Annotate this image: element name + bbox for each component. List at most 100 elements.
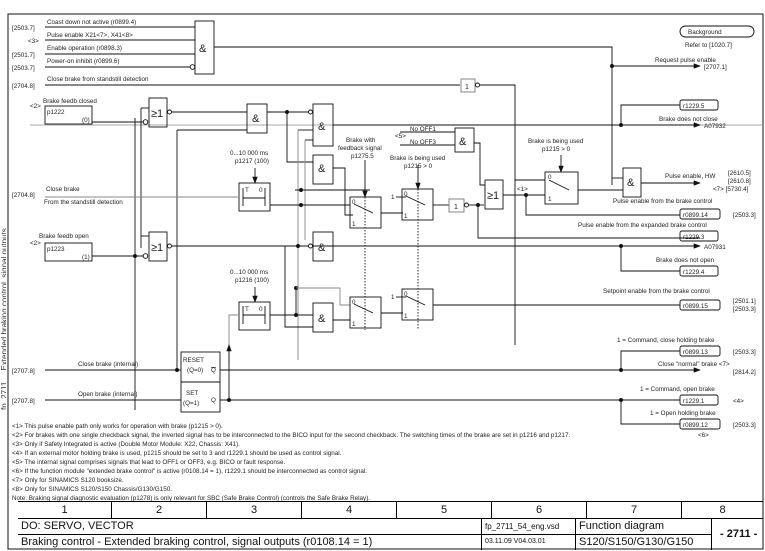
ref-close-internal: [2707.8] <box>12 368 35 375</box>
param-p1222: p1222 <box>47 109 65 116</box>
ref-pulse-enable: <3> <box>28 38 39 45</box>
output-r0899-15 <box>679 299 721 311</box>
object-cell: DO: SERVO, VECTOR <box>18 519 482 535</box>
ff-reset: RESET <box>183 357 204 364</box>
note-3: <3> Only if Safety Integrated is active … <box>12 441 240 448</box>
not-gate-2 <box>448 198 465 213</box>
column-1: 1 <box>18 502 112 518</box>
setpoint-ref1: [2501.1] <box>733 298 756 305</box>
label-open-internal: Open brake (internal) <box>78 391 138 398</box>
label-power-on: Power-on inhibit (r0899.6) <box>47 58 119 65</box>
not-label: 1 <box>465 84 469 91</box>
or-gate-2 <box>484 179 504 210</box>
background-label: Background <box>688 29 722 36</box>
cmd-open-label: 1 = Command, open brake <box>640 386 715 393</box>
pulse-enable-hw-label: Pulse enable, HW <box>665 173 715 180</box>
cmd-close-param: r0899.13 <box>683 349 708 356</box>
background-button[interactable] <box>679 25 755 38</box>
pe-expanded-label: Pulse enable from the expanded brake con… <box>578 222 707 229</box>
sw2-0: 0 <box>404 191 408 198</box>
note5: <5> <box>395 133 406 140</box>
brake-used2-param: p1215 > 0 <box>542 146 571 153</box>
cmd-open-param: r1229.1 <box>683 398 705 405</box>
pe-brake-param: r0899.14 <box>683 212 708 219</box>
ff-set: SET <box>186 390 198 397</box>
note-9: Note: Braking signal diagnostic evaluati… <box>12 495 370 502</box>
note-feedb-closed: <2> <box>30 103 41 110</box>
not-gate <box>460 78 476 93</box>
output-r1229-4 <box>679 265 719 277</box>
or-gate-1 <box>148 97 168 128</box>
title-info: DO: SERVO, VECTOR Braking control - Exte… <box>18 519 763 550</box>
pe-expanded-param: r1229.3 <box>683 234 705 241</box>
ref-close-brake: [2704.8] <box>12 192 35 199</box>
and-gate-4 <box>312 154 334 185</box>
and-label-hw: & <box>627 177 635 189</box>
note-1: <1> This pulse enable path only works fo… <box>12 423 223 430</box>
or-gate-3 <box>148 231 168 262</box>
param-box-p1223 <box>44 242 93 262</box>
sw5-0: 0 <box>404 291 408 298</box>
or-label-1: ≥1 <box>151 108 163 120</box>
request-pulse-ref: [2707.1] <box>704 64 727 71</box>
version-cell: 03.11.09 V04.03.01 <box>482 535 576 550</box>
sw2-1: 1 <box>404 213 408 220</box>
timer2-t: T <box>245 306 249 313</box>
r1229-5: r1229.5 <box>683 103 705 110</box>
sublabel-close-brake: From the standstill detection <box>44 199 123 206</box>
note-8: <8> Only for SINAMICS S120/S150 Chassis/… <box>12 486 172 493</box>
cmd-close-ref: [2503.3] <box>733 349 756 356</box>
ff-q: Q <box>211 397 216 404</box>
output-r0899-14 <box>679 208 721 220</box>
label-feedb-closed: Brake feedb closed <box>43 98 97 105</box>
open-holding-param: r0899.12 <box>683 422 708 429</box>
note-4: <4> If an external motor holding brake i… <box>12 450 342 457</box>
and-label-off: & <box>459 136 467 148</box>
column-header-row: 1 2 3 4 5 6 7 8 <box>18 502 763 519</box>
output-r1229-3 <box>679 230 719 242</box>
pe-brake-label: Pulse enable from the brake control <box>613 198 712 205</box>
timer1-0: 0 <box>259 187 263 194</box>
device-list: S120/S150/G130/G150 <box>579 536 694 548</box>
brake-not-open-ref: A07931 <box>704 244 726 251</box>
page-cell: - 2711 - <box>712 519 763 550</box>
ff-qbar: Q <box>211 367 216 374</box>
open-holding-ref: [2503.3] <box>733 422 756 429</box>
pe-brake-ref: [2503.3] <box>733 212 756 219</box>
timer2-range: 0...10 000 ms <box>230 269 268 276</box>
output-r0899-13 <box>679 345 721 357</box>
drive-object: DO: SERVO, VECTOR <box>21 520 134 532</box>
column-7: 7 <box>587 502 682 518</box>
and-gate-5 <box>312 231 334 262</box>
label-enable-op: Enable operation (r0898.3) <box>47 45 122 52</box>
cmd-close-label: 1 = Command, close holding brake <box>617 337 715 344</box>
and-gate-2 <box>246 103 268 134</box>
or-label-3: ≥1 <box>151 242 163 254</box>
sw5-1: 1 <box>404 313 408 320</box>
file-name: fp_2711_54_eng.vsd <box>485 522 560 531</box>
no-off1: No OFF1 <box>410 126 436 133</box>
request-pulse-label: Request pulse enable <box>655 57 716 64</box>
brake-not-close-ref: A07932 <box>704 123 726 130</box>
and-gate-6 <box>312 302 334 333</box>
file-cell: fp_2711_54_eng.vsd <box>482 519 576 535</box>
sw1-0: 0 <box>352 199 356 206</box>
switch-brake-used-3 <box>401 288 434 321</box>
timer1-t: T <box>245 187 249 194</box>
brake-not-open-param: r1229.4 <box>683 269 705 276</box>
value-p1223: (1) <box>82 254 90 261</box>
and-label-top: & <box>199 43 207 55</box>
and-gate-hw <box>622 167 642 198</box>
close-normal-ref: [2814.2] <box>733 369 756 376</box>
output-r1229-1 <box>679 394 719 406</box>
devices-cell: S120/S150/G130/G150 <box>576 535 712 550</box>
sw3-0: 0 <box>548 174 552 181</box>
ref-power-on: [2503.7] <box>12 65 35 72</box>
pulse-enable-hw-ref2: [2610.8] <box>728 178 751 185</box>
brake-not-close-label: Brake does not close <box>659 116 718 123</box>
ff-reset-sub: (Q=0) <box>187 367 203 374</box>
column-4: 4 <box>302 502 397 518</box>
label-standstill: Close brake from standstill detection <box>47 76 149 83</box>
ref-coast-down: [2503.7] <box>12 25 35 32</box>
pulse-enable-hw-ref3: <7> [5730.4] <box>713 186 749 193</box>
